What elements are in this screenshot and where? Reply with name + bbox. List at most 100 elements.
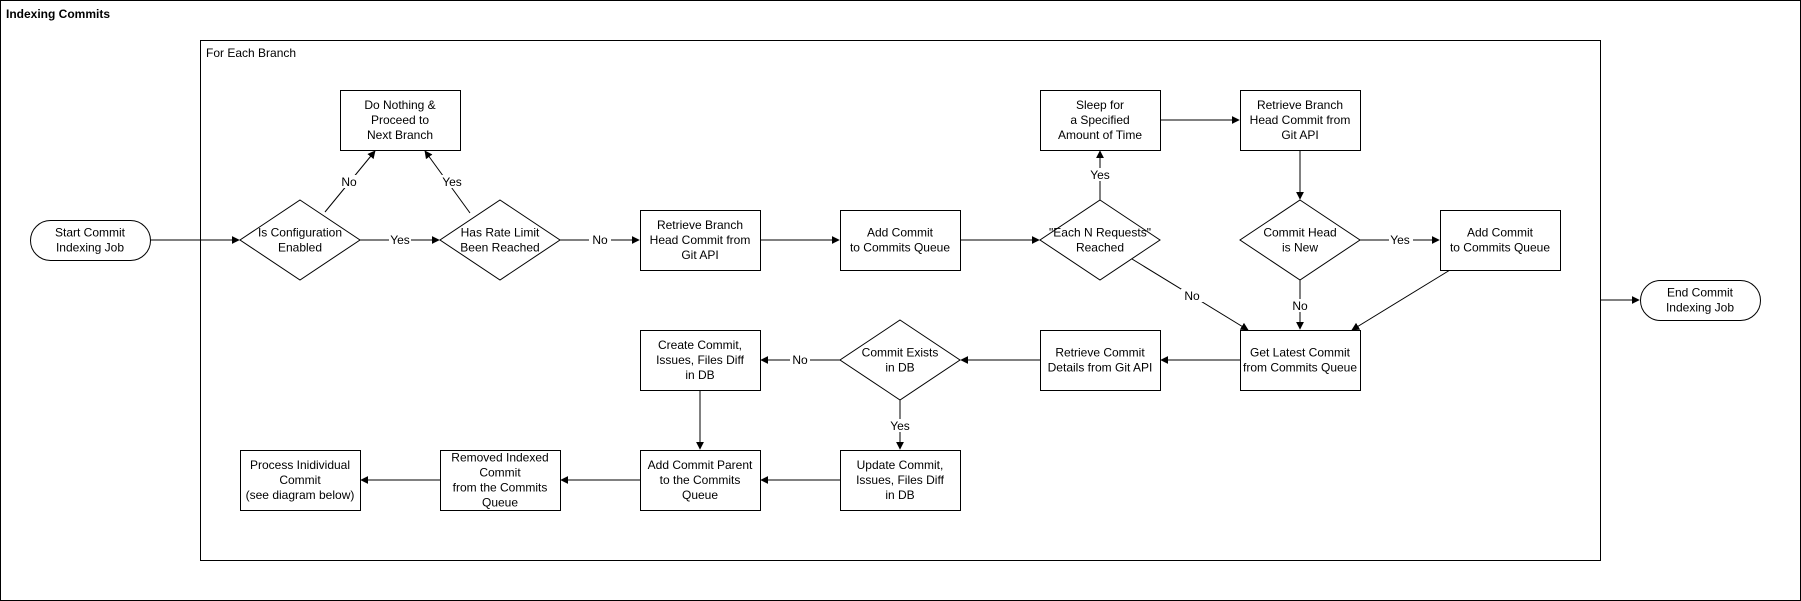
label-line: to Commits Queue (850, 241, 950, 255)
label-line: Sleep for (1076, 98, 1124, 112)
label-line: is New (1282, 241, 1318, 255)
diagram-title: Indexing Commits (6, 7, 110, 21)
edge-label-headnew-getlatest: No (1292, 299, 1308, 313)
label-line: Add Commit (1467, 226, 1534, 240)
label-line: Git API (681, 248, 718, 262)
edge-label-rate-retrieve1: No (592, 233, 608, 247)
label-line: Queue (682, 488, 718, 502)
decision-config-enabled (239, 199, 361, 281)
branch-group-label: For Each Branch (206, 46, 296, 60)
process-add-commit-1 (840, 210, 961, 271)
start-terminal (30, 220, 151, 261)
label-line: Process Inidividual (250, 458, 350, 472)
label-line: End Commit (1667, 286, 1734, 300)
edge-add2-getlatest (1351, 269, 1451, 331)
label-line: Removed Indexed (451, 451, 548, 465)
label-line: Add Commit Parent (648, 458, 753, 472)
edge-label-exists-create: No (792, 353, 808, 367)
process-get-latest-commit (1240, 330, 1361, 391)
label-line: Git API (1281, 128, 1318, 142)
process-add-commit-parent (640, 450, 761, 511)
label-line: to Commits Queue (1450, 241, 1550, 255)
label-line: Commit Exists (862, 346, 939, 360)
label-line: to the Commits (660, 473, 741, 487)
process-retrieve-commit-details (1040, 330, 1161, 391)
label-line: Do Nothing & (364, 98, 435, 112)
process-sleep (1040, 90, 1161, 151)
decision-each-n-requests-label: "Each N Requests"Reached (1049, 226, 1151, 255)
edge-label-eachn-getlatest: No (1184, 289, 1200, 303)
edge-label-rate-donothing: Yes (442, 175, 462, 189)
decision-each-n-requests (1039, 199, 1161, 281)
label-line: Retrieve Branch (1257, 98, 1343, 112)
process-remove-indexed-commit (440, 450, 561, 511)
decision-commit-exists (839, 319, 961, 401)
label-line: Been Reached (460, 241, 539, 255)
label-line: Proceed to (371, 113, 429, 127)
label-line: "Each N Requests" (1049, 226, 1151, 240)
label-line: in DB (885, 488, 914, 502)
label-line: Retrieve Branch (657, 218, 743, 232)
label-line: Commit Head (1263, 226, 1336, 240)
label-line: Start Commit (55, 226, 126, 240)
label-line: Issues, Files Diff (856, 473, 944, 487)
edge-label-config-donothing: No (341, 175, 357, 189)
label-line: Indexing Job (56, 241, 124, 255)
label-line: Create Commit, (658, 338, 742, 352)
label-line: Has Rate Limit (461, 226, 540, 240)
label-line: Amount of Time (1058, 128, 1142, 142)
label-line: Issues, Files Diff (656, 353, 744, 367)
label-line: from Commits Queue (1243, 361, 1357, 375)
end-terminal (1640, 280, 1761, 321)
label-line: (see diagram below) (246, 488, 355, 502)
label-line: Get Latest Commit (1250, 346, 1351, 360)
label-line: Head Commit from (650, 233, 751, 247)
label-line: Indexing Job (1666, 301, 1734, 315)
edge-label-eachn-sleep: Yes (1090, 168, 1110, 182)
process-do-nothing (340, 90, 461, 151)
label-line: a Specified (1070, 113, 1129, 127)
label-line: Commit (479, 466, 521, 480)
label-line: Enabled (278, 241, 322, 255)
label-line: Details from Git API (1048, 361, 1153, 375)
process-retrieve-branch-head-2 (1240, 90, 1361, 151)
decision-commit-head-new (1239, 199, 1361, 281)
decision-rate-limit (439, 199, 561, 281)
edge-label-headnew-add2: Yes (1390, 233, 1410, 247)
edge-labels: Yes No Yes No Yes Yes No No No Yes (339, 168, 1413, 433)
process-update-commit (840, 450, 961, 511)
label-line: Commit (279, 473, 321, 487)
label-line: in DB (685, 368, 714, 382)
label-line: Reached (1076, 241, 1124, 255)
edge-label-config-rate: Yes (390, 233, 410, 247)
label-line: Head Commit from (1250, 113, 1351, 127)
label-line: Add Commit (867, 226, 934, 240)
edge-label-exists-update: Yes (890, 419, 910, 433)
label-line: Queue (482, 496, 518, 510)
label-line: Update Commit, (857, 458, 944, 472)
label-line: from the Commits (453, 481, 548, 495)
process-create-commit (640, 330, 761, 391)
label-line: Is Configuration (258, 226, 342, 240)
process-add-commit-2 (1440, 210, 1561, 271)
process-individual-commit (240, 450, 361, 511)
label-line: in DB (885, 361, 914, 375)
